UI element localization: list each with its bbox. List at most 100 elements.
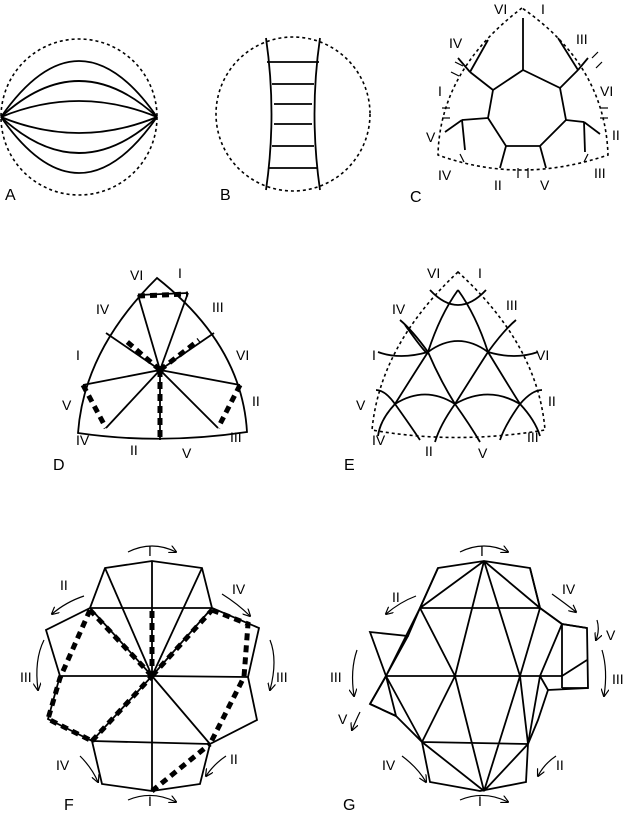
panel-d-spoke [137,294,161,371]
panel-e-arc [427,351,456,405]
panel-f-edge-label: IV [56,757,70,773]
panel-f-edge-label: I [148,543,152,559]
panel-e-arc [487,351,521,405]
panel-c-label: C [410,189,422,206]
panel-f-rotation-arrow [127,546,176,552]
panel-e-arc [394,393,456,405]
panel-f-edge-label: II [60,577,68,593]
panel-a-meridian [0,60,158,118]
panel-c-spoke [461,119,466,151]
panel-e-arc [375,389,396,405]
panel-g-edge-label: I [478,793,482,809]
panel-f-rotation-arrow [221,593,250,616]
panel-d: VI I IV III I VI V II IV III II V D [53,265,260,474]
panel-e-edge-label: VI [427,265,440,281]
panel-e-arc [487,319,517,353]
panel-e-arc [377,403,396,437]
panel-e-edge-label: III [506,297,518,313]
panel-f-edge-label: III [20,669,32,685]
panel-f-edge-label: I [148,793,152,809]
panel-g-edge-label: IV [382,757,396,773]
panel-e-edge-label: II [425,443,433,459]
panel-d-edge-label: VI [130,267,143,283]
panel-e-arc [519,389,543,405]
panel-c-edge-label: I [541,1,545,17]
panel-g-edge-label: I [480,543,484,559]
panel-e: VI I IV III I VI V II IV III II V E [344,265,556,474]
panel-c-edge-label: VI [600,83,613,99]
panel-e-label: E [344,457,355,474]
panel-c: VI I IV III I VI V II IV III II V C [410,1,620,206]
panel-e-arc [377,351,429,357]
panel-e-arc [399,319,429,353]
panel-f-spoke [91,740,211,745]
panel-d-edge-label: V [182,445,192,461]
panel-d-spoke [159,369,241,386]
panel-e-arc [394,351,429,405]
panel-f-rotation-arrow [127,794,176,802]
panel-e-edge-label: III [527,429,539,445]
panel-f: I II IV III III IV II I F [20,543,288,814]
panel-g-rotation-arrow [538,755,557,776]
panel-f-spoke [151,567,203,677]
panel-c-boundary [437,7,609,171]
panel-d-edge-label: IV [76,432,90,448]
panel-b: B [215,36,371,204]
panel-e-edge-label: V [356,397,366,413]
panel-a: A [0,38,158,204]
panel-e-edge-label: I [372,347,376,363]
panel-c-spoke [583,121,601,135]
panel-g-edge-label: III [612,671,624,687]
panel-e-arc [454,403,481,443]
panel-g-rotation-arrow [352,711,361,730]
panel-d-edge-label: III [212,299,224,315]
panel-c-edge-label: VI [494,1,507,17]
panel-d-edge-label: IV [96,301,110,317]
panel-e-edge-label: I [478,265,482,281]
panel-d-dual-edge [123,338,162,372]
panel-a-meridian [0,116,158,154]
panel-f-rotation-arrow [52,595,85,614]
panel-c-edge-label: V [540,177,550,193]
panel-c-spoke [539,145,547,169]
panel-b-strip-edge [265,37,273,191]
panel-a-boundary-circle [0,38,158,196]
panel-g-rotation-arrow [459,546,508,552]
panel-a-meridian [0,80,158,118]
panel-b-strip-edge [313,37,321,191]
panel-d-spoke [105,332,161,371]
panel-g-mesh [369,560,588,792]
panel-e-boundary [371,270,546,439]
panel-e-arc [487,351,539,357]
panel-g-edge-label: V [338,711,348,727]
panel-f-rotation-arrow [79,755,98,782]
panel-e-arc [427,340,489,353]
panel-c-spoke [559,69,579,89]
panel-g-rotation-arrow [386,595,417,614]
panel-f-rotation-arrow [206,755,227,776]
panel-c-edge-label: V [426,129,436,145]
panel-d-dual-edge [80,383,109,430]
panel-d-edge-label: VI [236,347,249,363]
panel-e-arc [454,351,489,405]
panel-c-spoke [557,37,579,71]
panel-d-boundary [77,276,248,440]
panel-a-label: A [5,187,16,204]
panel-d-dual-edge [158,338,201,372]
panel-c-spoke [469,39,489,73]
panel-c-spoke [457,57,471,73]
panel-g-rotation-arrow [602,649,606,696]
panel-f-edge-label: IV [232,581,246,597]
panel-e-arc [499,403,521,441]
panel-d-label: D [53,457,65,474]
panel-c-edge-label: IV [449,35,463,51]
panel-d-edge-label: II [130,442,138,458]
panel-f-spoke [104,567,153,677]
panel-c-spoke [469,71,494,91]
panel-e-arc [427,289,459,353]
panel-e-arc [454,393,521,405]
panel-c-edge-label: III [576,31,588,47]
panel-g-edge-label: III [330,669,342,685]
panel-e-edge-label: IV [372,432,386,448]
panel-g: I II IV V III III V IV II I G [330,543,624,814]
